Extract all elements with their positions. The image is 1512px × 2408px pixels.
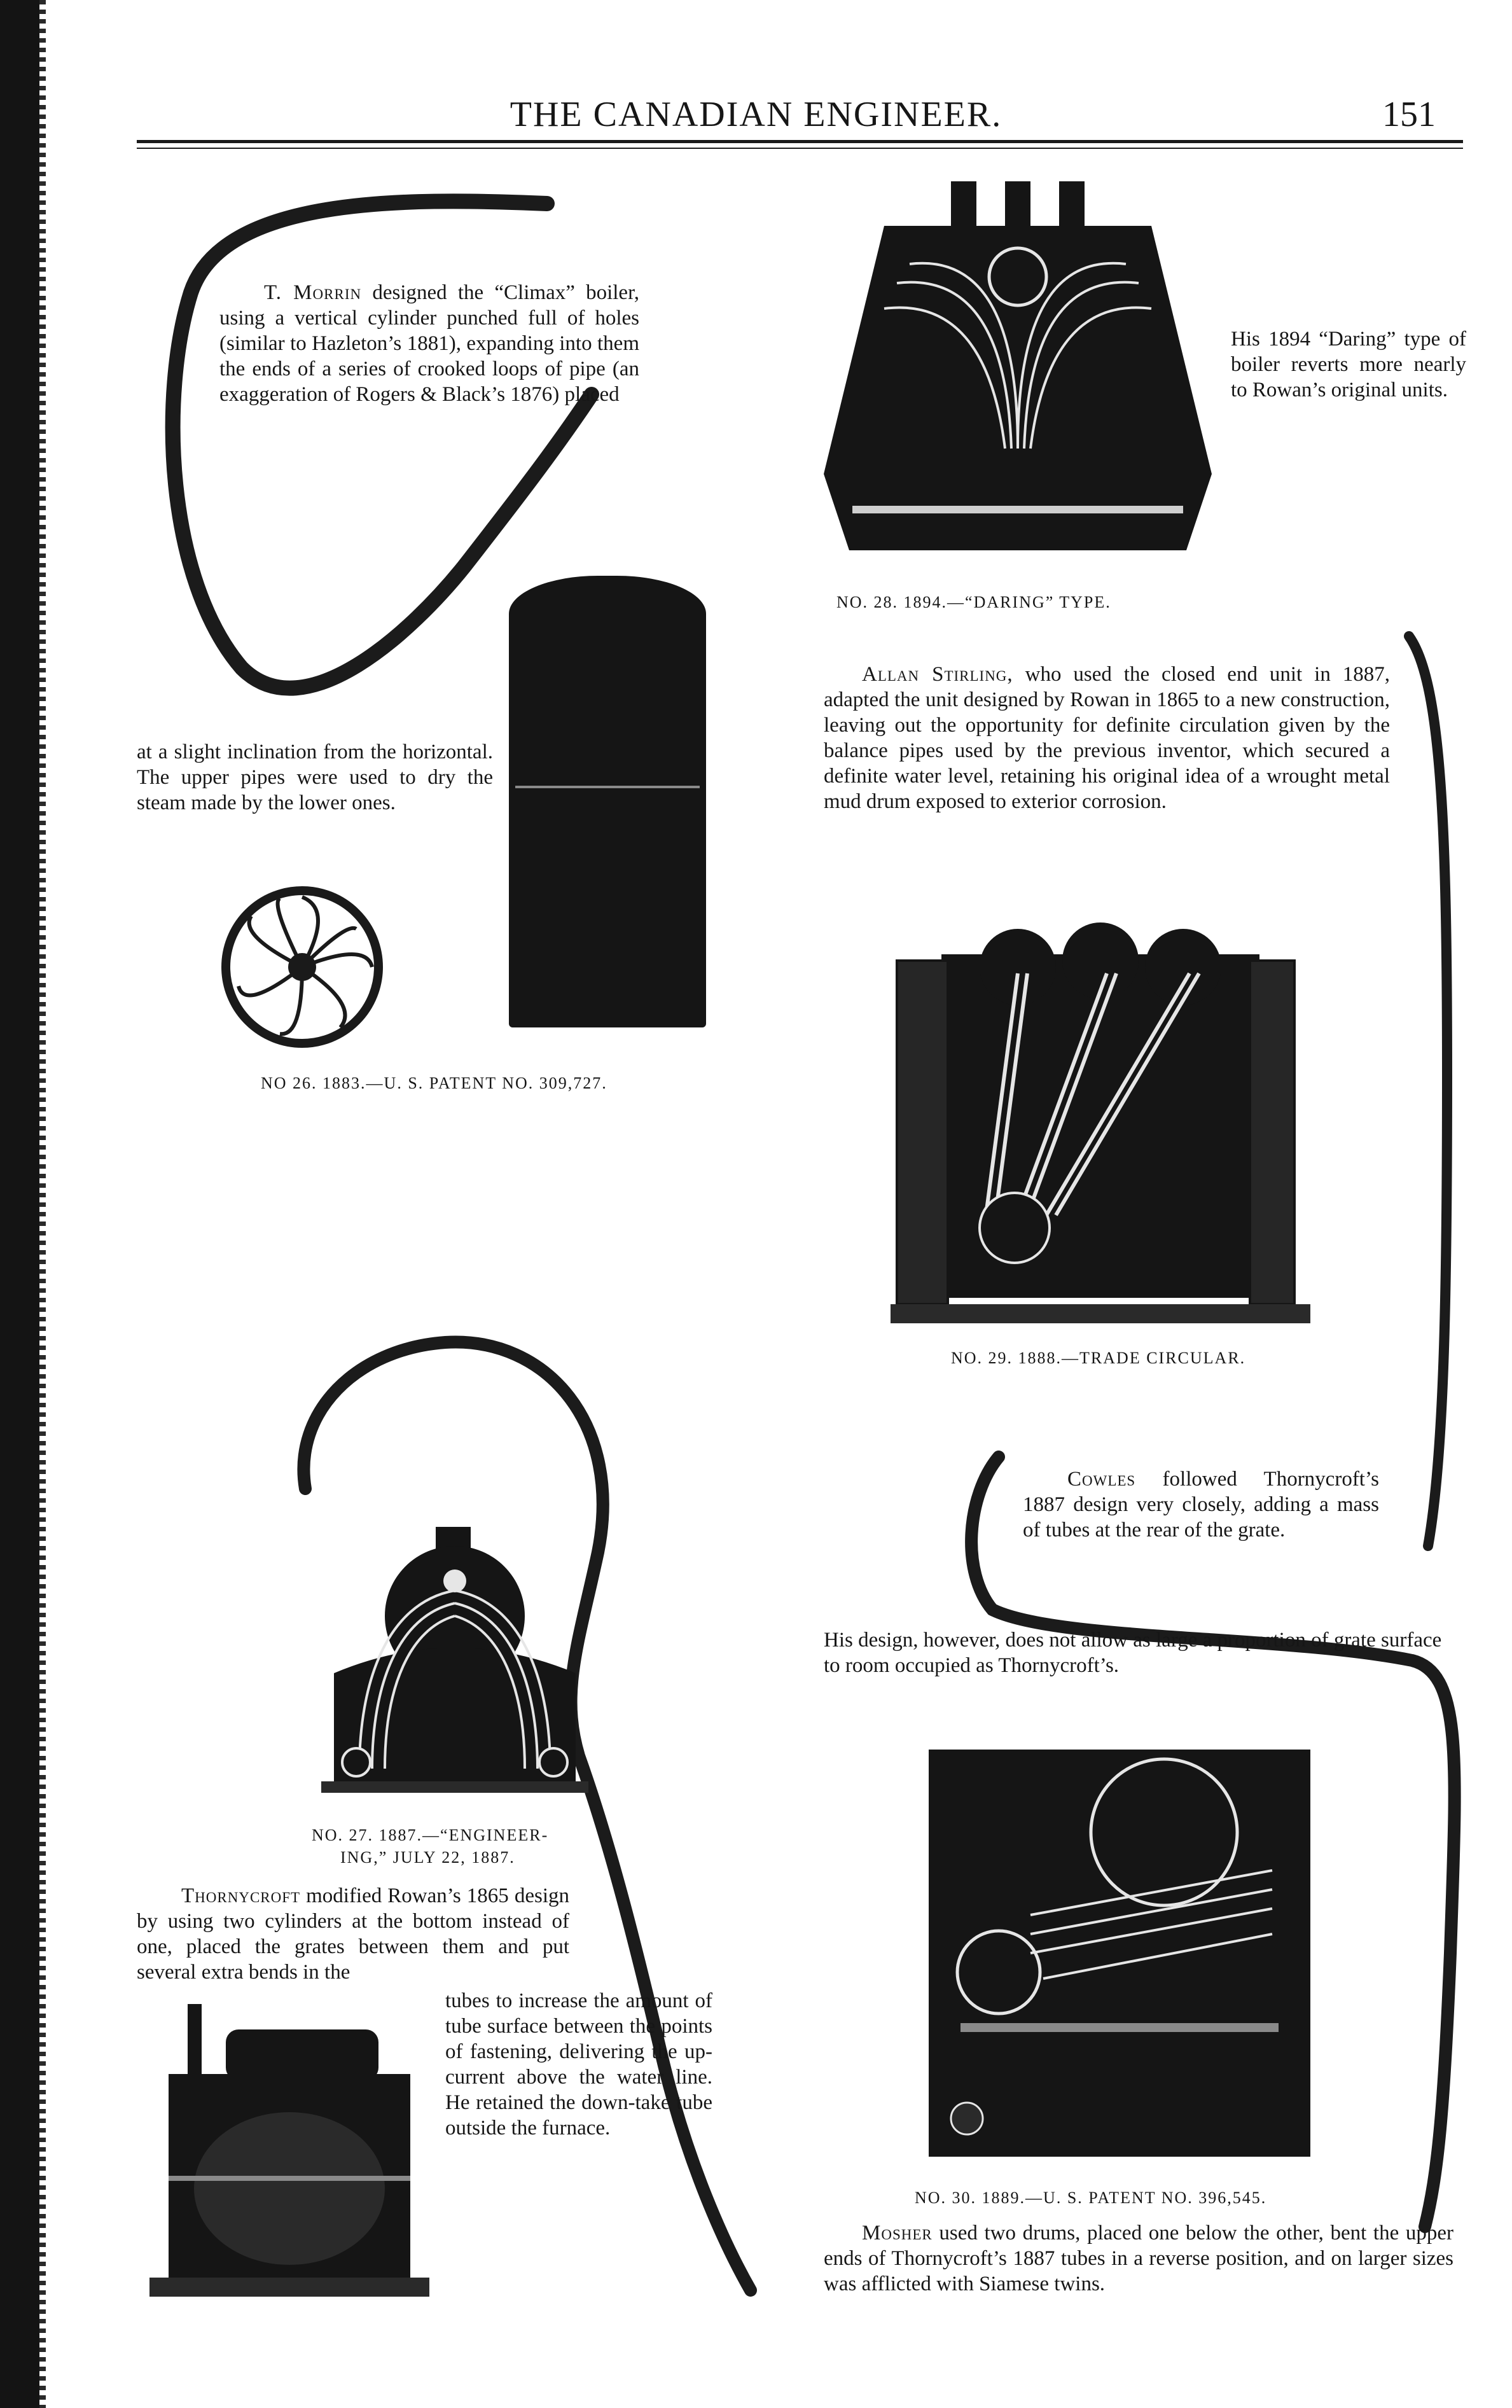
cowles-paragraph-continued: His design, however, does not allow as l…	[824, 1629, 1442, 1677]
mosher-text: used two drums, placed one below the oth…	[824, 2222, 1453, 2295]
fig26-cylinder-seam	[515, 786, 700, 788]
stirling-text: who used the closed end unit in 1887, ad…	[824, 663, 1391, 813]
cowles-paragraph: Cowles followed Thornycroft’s 1887 desig…	[1023, 1466, 1379, 1543]
fig26-boiler-cylinder	[509, 576, 706, 1027]
daring-paragraph: His 1894 “Daring” type of boiler reverts…	[1231, 328, 1466, 401]
author-name-mosher: Mosher	[862, 2222, 933, 2244]
author-name-morrin: T. Morrin	[264, 281, 362, 304]
morrin-text-bottom: at a slight inclination from the horizon…	[137, 741, 493, 814]
stirling-paragraph: Allan Stirling, who used the closed end …	[824, 662, 1390, 814]
pipe-ornament-middle-right	[965, 1451, 1461, 2233]
morrin-paragraph-top: T. Morrin designed the “Climax” boiler, …	[219, 280, 639, 407]
thornycroft-paragraph-wide: Thornycroft modified Rowan’s 1865 design…	[137, 1883, 569, 1985]
morrin-text-top: designed the “Climax” boiler, using a ve…	[219, 281, 639, 406]
author-name-thornycroft: Thornycroft	[181, 1884, 301, 1907]
fig30-caption: No. 30. 1889.—U. S. Patent No. 396,545.	[915, 2189, 1267, 2207]
header-rule-thin	[137, 148, 1463, 149]
fig29-caption: No. 29. 1888.—Trade Circular.	[951, 1349, 1246, 1367]
pipe-ornament-top-left	[165, 193, 599, 696]
thornycroft-text-wide: modified Rowan’s 1865 design by using tw…	[137, 1884, 569, 1984]
fig27-caption-line1: No. 27. 1887.—“Engineer-	[312, 1826, 549, 1844]
thornycroft-text-narrow: tubes to increase the amount of tube sur…	[445, 1989, 712, 2140]
fig26-cross-section	[221, 886, 383, 1048]
fig27b-thornycroft-exterior	[149, 2004, 429, 2297]
mosher-paragraph: Mosher used two drums, placed one below …	[824, 2220, 1453, 2297]
binding-stitching	[39, 0, 46, 2408]
author-name-cowles: Cowles	[1067, 1468, 1136, 1491]
fig29-stirling-boiler	[891, 922, 1310, 1323]
fig27-thornycroft-boiler	[321, 1527, 588, 1793]
fig28-caption: No. 28. 1894.—“Daring” Type.	[836, 593, 1111, 611]
pipe-ornament-middle-left	[297, 1335, 757, 2297]
fig30-mosher-boiler	[929, 1750, 1310, 2157]
fig28-daring-boiler	[824, 181, 1212, 550]
fig26-caption: No 26. 1883.—U. S. Patent No. 309,727.	[261, 1074, 607, 1092]
fig27-caption-line2: ing,” July 22, 1887.	[340, 1848, 515, 1867]
cowles-text: followed Thornycroft’s 1887 design very …	[1023, 1468, 1379, 1542]
pipe-ornament-right-upper	[1404, 631, 1453, 1551]
binding-edge	[0, 0, 39, 2408]
header-rule-thick	[137, 140, 1463, 143]
page-number: 151	[1382, 95, 1436, 134]
author-name-stirling: Allan Stirling,	[862, 663, 1013, 686]
page-title: THE CANADIAN ENGINEER.	[510, 95, 1002, 134]
